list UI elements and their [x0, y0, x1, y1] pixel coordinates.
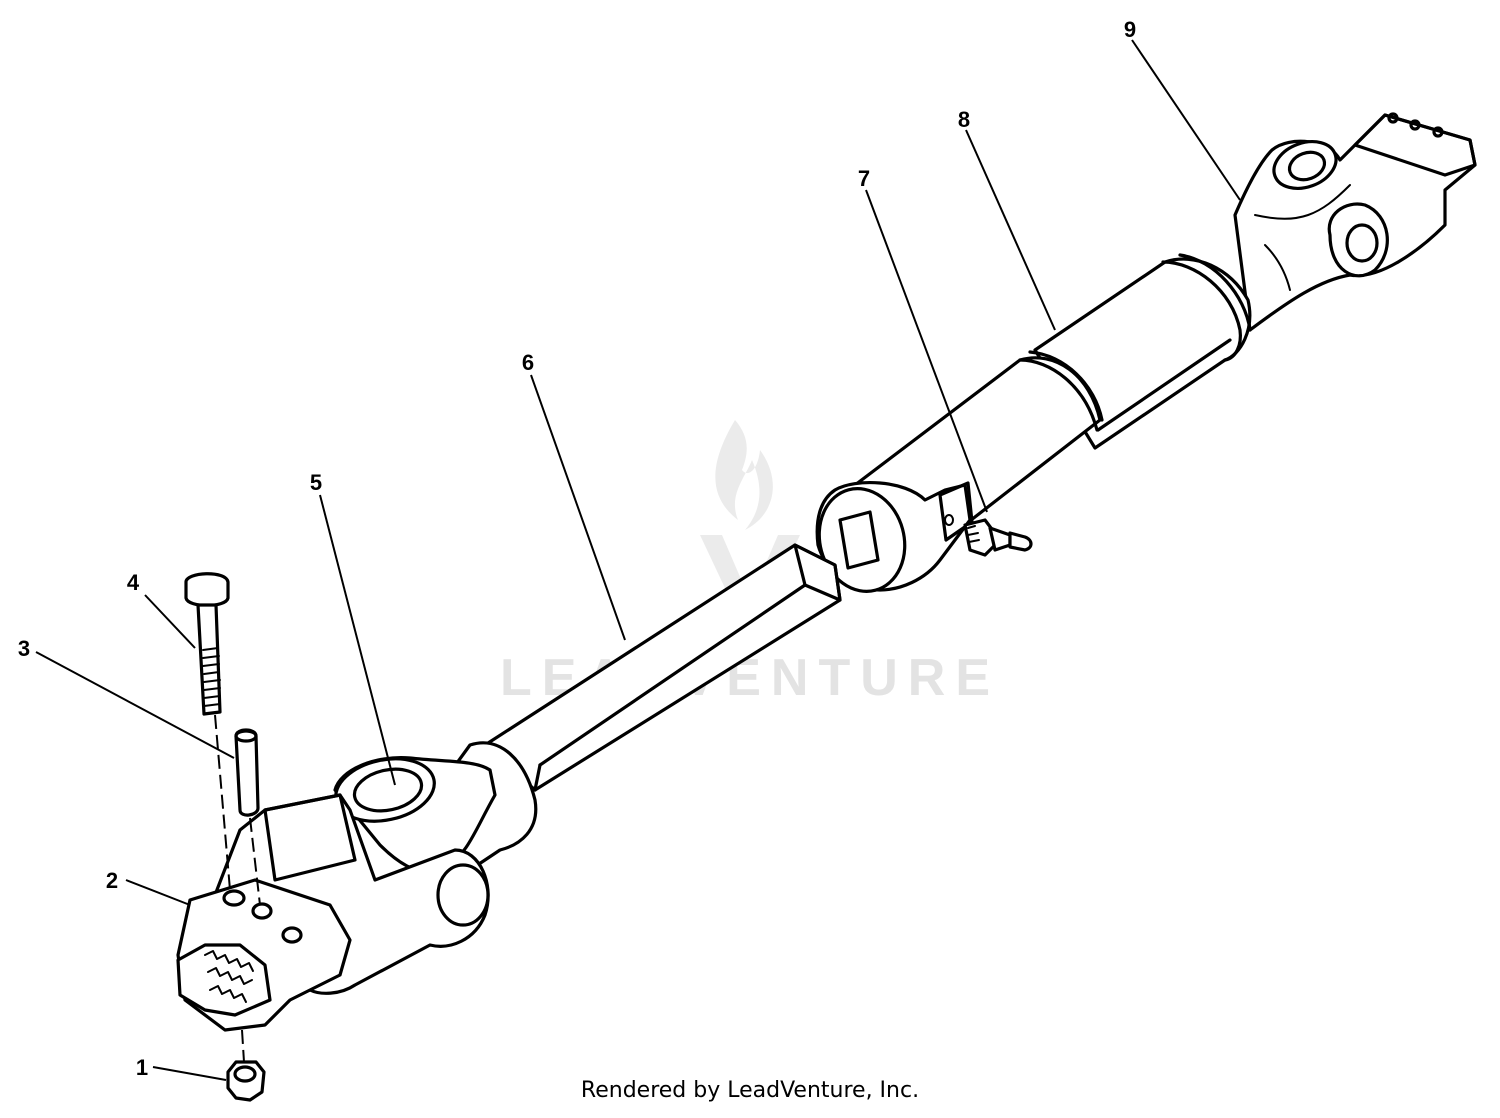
callout-2: 2	[106, 868, 118, 893]
credit-text: Rendered by LeadVenture, Inc.	[580, 1078, 920, 1103]
callout-8: 8	[958, 107, 970, 132]
spline-teeth	[204, 950, 254, 1003]
callout-7: 7	[858, 166, 870, 191]
callout-labels: 1 2 3 4 5 6 7 8 9	[18, 17, 1136, 1080]
callout-4: 4	[127, 570, 140, 595]
part-3-roll-pin	[234, 728, 260, 817]
part-1-nut	[226, 1060, 266, 1102]
callout-5: 5	[310, 470, 322, 495]
callout-3: 3	[18, 636, 30, 661]
assembly-lines	[214, 714, 261, 1063]
leader-lines	[35, 39, 1241, 1081]
part-9-rear-yoke	[1233, 112, 1477, 332]
part-7-grease-fitting	[815, 481, 1033, 593]
callout-6: 6	[522, 350, 534, 375]
callout-9: 9	[1124, 17, 1136, 42]
callout-1: 1	[136, 1055, 148, 1080]
part-2-front-yoke	[176, 741, 538, 1032]
part-4-bolt	[184, 572, 230, 716]
